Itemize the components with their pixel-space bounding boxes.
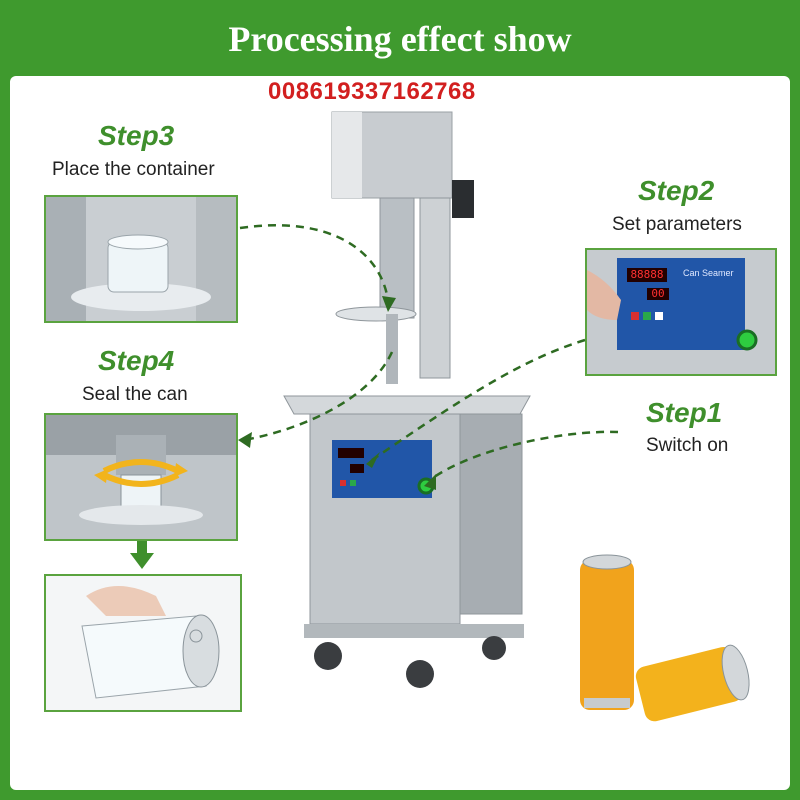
step3-photo [44,195,238,323]
step4-desc: Seal the can [82,384,188,405]
step4-title: Step4 [98,345,175,376]
step2-photo: 88888 00 Can Seamer [585,248,777,376]
panel-display-bottom: 00 [651,287,665,300]
step3-title: Step3 [98,120,175,151]
step1-desc: Switch on [646,435,729,456]
panel-brand-label: Can Seamer [683,268,734,278]
result-photo [44,574,242,712]
step2-desc: Set parameters [612,214,742,235]
down-arrow-icon [130,541,154,569]
container-photo-icon [46,197,236,321]
aluminum-cans-icon [580,554,750,722]
control-panel-photo-icon [587,250,775,374]
can-seamer-machine-icon [283,111,531,688]
step2-title: Step2 [638,175,715,206]
phone-number: 008619337162768 [268,78,476,105]
panel-display-top: 88888 [630,268,664,281]
arrow-step4 [243,351,394,442]
arrow-step2 [371,338,586,462]
sealed-container-photo-icon [46,576,240,710]
arrow-step1 [429,430,619,482]
step3-desc: Place the container [52,159,215,180]
arrow-step3 [239,224,390,301]
banner-title: Processing effect show [228,19,572,59]
step4-photo [44,413,238,541]
sealing-photo-icon [46,415,236,539]
step1-title: Step1 [646,397,723,428]
